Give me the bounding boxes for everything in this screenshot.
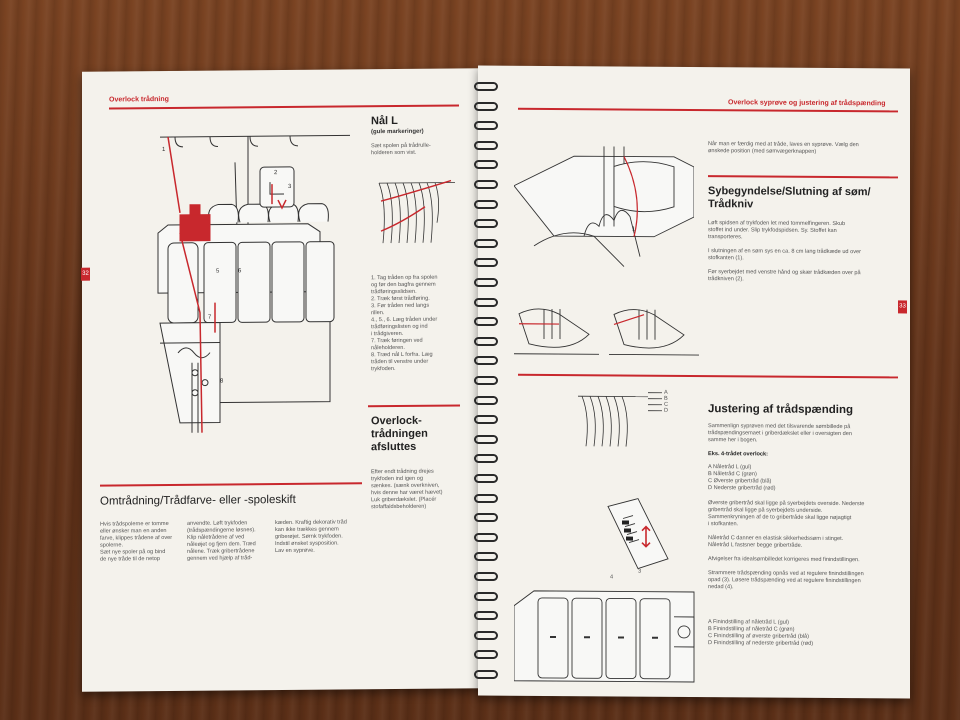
- tension-dial-illustration: [607, 498, 669, 570]
- spiral-binding: [472, 72, 500, 692]
- spiral-loop: [474, 670, 498, 679]
- spiral-loop: [474, 395, 498, 405]
- stitch-illustration-needle-l: [378, 179, 455, 244]
- threading-illustration: 1 2 3 5 6 7 8: [157, 134, 350, 433]
- svg-text:1: 1: [162, 147, 166, 153]
- right-page-header: Overlock syprøve og justering af trådspæ…: [728, 99, 886, 108]
- spiral-loop: [474, 297, 498, 307]
- svg-text:8: 8: [220, 379, 224, 385]
- spiral-loop: [474, 238, 498, 248]
- spiral-loop: [474, 474, 498, 483]
- left-page: Overlock trådning 32: [81, 68, 482, 692]
- justering-body: Øverste gribertråd skal ligge på syerbej…: [708, 500, 865, 591]
- omtraadning-col1: Hvis trådspolerne er tomme eller ønsker …: [100, 520, 173, 563]
- left-header-rule: [109, 104, 459, 110]
- omtraadning-title: Omtrådning/Trådfarve- eller -spoleskift: [100, 493, 296, 508]
- spiral-loop: [474, 180, 498, 189]
- abcd-labels: A B C D: [664, 389, 669, 414]
- left-page-header: Overlock trådning: [109, 95, 169, 104]
- justering-title: Justering af trådspænding: [708, 403, 854, 417]
- spiral-loop: [474, 493, 498, 503]
- fine-tuning-items: A Finindstilling af nåletråd L (gul) B F…: [708, 619, 814, 647]
- sybegyndelse-body: Løft spidsen af trykfoden let med tommel…: [708, 220, 861, 283]
- eks-items: A Nåletråd L (gul) B Nåletråd C (grøn) C…: [708, 464, 776, 492]
- spiral-loop: [474, 591, 498, 601]
- svg-text:7: 7: [208, 315, 212, 321]
- spiral-loop: [474, 140, 498, 150]
- spiral-loop: [474, 199, 498, 209]
- spiral-loop: [474, 336, 498, 346]
- afsluttes-rule: [368, 404, 460, 408]
- presser-foot-illustrations: [514, 308, 699, 356]
- spiral-loop: [474, 376, 498, 385]
- left-page-number: 32: [81, 267, 90, 281]
- spiral-loop: [474, 317, 498, 327]
- right-header-rule: [518, 107, 898, 113]
- machine-front-illustration: [514, 590, 695, 683]
- spiral-loop: [474, 101, 498, 111]
- spiral-loop: [474, 513, 498, 523]
- spiral-loop: [474, 532, 498, 542]
- spiral-loop: [474, 278, 498, 287]
- nal-l-steps: 1. Tag tråden op fra spolen og før den b…: [371, 274, 438, 373]
- spiral-loop: [474, 356, 498, 366]
- spiral-loop: [474, 219, 498, 229]
- sybegyndelse-rule: [708, 175, 898, 179]
- eks-label: Eks. 4-trådet overlock:: [708, 451, 769, 458]
- omtraadning-col2: anvendte. Løft trykfoden (trådspændinger…: [187, 520, 256, 562]
- afsluttes-title: Overlock- trådningen afsluttes: [371, 414, 428, 454]
- sybegyndelse-title: Sybegyndelse/Slutning af søm/ Trådkniv: [708, 185, 871, 211]
- right-page: Overlock syprøve og justering af trådspæ…: [478, 65, 910, 699]
- spiral-loop: [474, 454, 498, 464]
- spiral-loop: [474, 630, 498, 640]
- svg-text:2: 2: [274, 170, 278, 176]
- spiral-loop: [474, 650, 498, 660]
- afsluttes-body: Efter endt trådning drejes trykfoden ind…: [371, 468, 443, 511]
- spiral-loop: [474, 258, 498, 268]
- right-page-number: 33: [898, 300, 907, 314]
- spiral-loop: [474, 552, 498, 562]
- justering-rule: [518, 373, 898, 379]
- spiral-loop: [474, 434, 498, 444]
- svg-text:5: 5: [216, 269, 220, 275]
- nal-l-title: Nål L: [371, 114, 398, 128]
- spiral-loop: [474, 572, 498, 581]
- nal-l-intro: Sæt spolen på trådrulle- holderen som vi…: [371, 142, 431, 157]
- nal-l-subtitle: (gule markeringer): [371, 128, 424, 136]
- justering-intro: Sammenlign syprøven med det tilsvarende …: [708, 423, 852, 444]
- stitch-abcd-illustration: [578, 392, 662, 447]
- svg-text:1: 1: [632, 227, 636, 233]
- hands-sewing-illustration: 1: [514, 146, 694, 267]
- svg-text:6: 6: [238, 268, 242, 274]
- spiral-loop: [474, 82, 498, 91]
- callout-3: 3: [638, 568, 642, 575]
- omtraadning-col3: kæden. Kraftig dekorativ tråd kan ikke t…: [275, 519, 347, 555]
- spiral-loop: [474, 160, 498, 170]
- spiral-loop: [474, 611, 498, 621]
- spiral-loop: [474, 121, 498, 131]
- spiral-loop: [474, 415, 498, 425]
- right-intro: Når man er færdig med at tråde, laves en…: [708, 141, 859, 155]
- svg-text:3: 3: [288, 184, 292, 190]
- omtraadning-rule: [100, 482, 362, 487]
